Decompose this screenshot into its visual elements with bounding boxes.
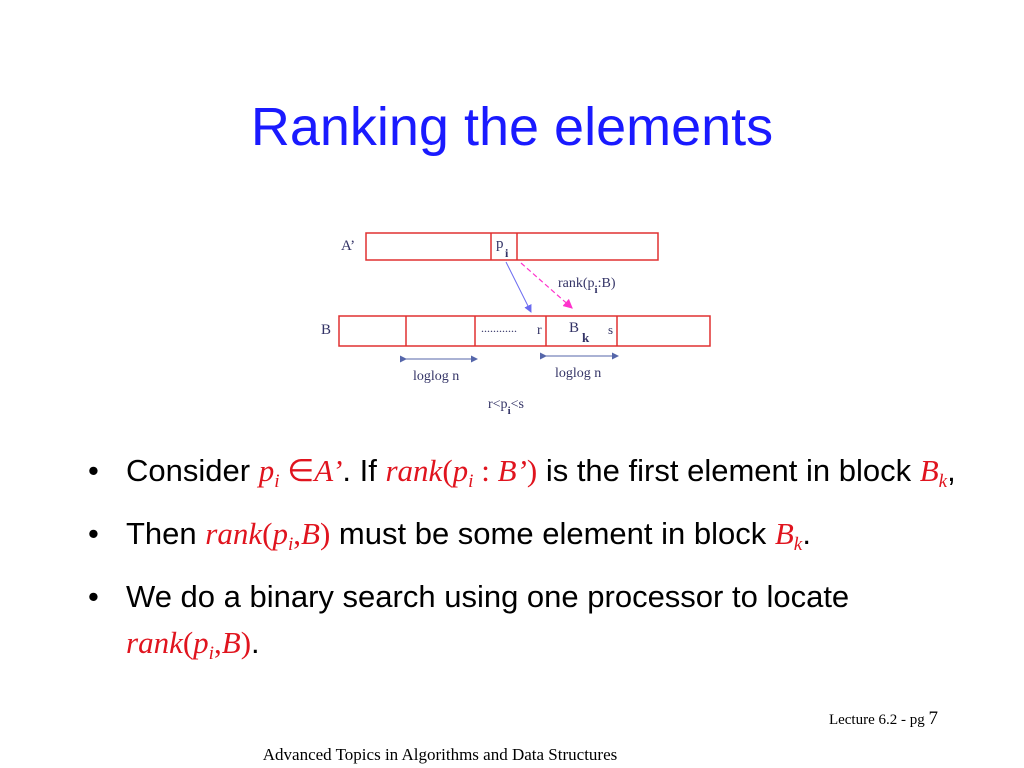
- pi-cell-label: p: [496, 236, 504, 252]
- course-footer: Advanced Topics in Algorithms and Data S…: [262, 745, 618, 764]
- bk-label: B: [569, 320, 579, 336]
- loglog-left-label: loglog n: [413, 369, 459, 384]
- bullet-2: Then rank(pi,B) must be some element in …: [86, 511, 986, 568]
- bk-subscript: k: [582, 330, 590, 345]
- loglog-right-label: loglog n: [555, 366, 601, 381]
- pink-arrow: [520, 262, 573, 309]
- bullet-3: We do a binary search using one processo…: [86, 574, 986, 677]
- page-number-value: 7: [928, 708, 939, 729]
- pi-cell-subscript: i: [505, 246, 509, 260]
- s-label: s: [608, 322, 613, 337]
- array-a-label: A’: [341, 238, 355, 254]
- array-a: [365, 232, 659, 261]
- blue-arrow: [505, 261, 532, 313]
- dots-label: ............: [481, 321, 517, 335]
- array-b: [338, 315, 711, 347]
- r-label: r: [537, 323, 542, 338]
- bullet-1: Consider pi ∈A’. If rank(pi : B’) is the…: [86, 448, 986, 505]
- array-b-label: B: [321, 322, 331, 338]
- lecture-label: Lecture 6.2 - pg: [828, 712, 929, 728]
- page-number: Lecture 6.2 - pg 7: [829, 708, 938, 730]
- slide-title: Ranking the elements: [250, 97, 774, 157]
- rank-label: rank(pi:B): [558, 276, 616, 296]
- bullet-list: Consider pi ∈A’. If rank(pi : B’) is the…: [86, 448, 986, 682]
- inequality-label: r<pi<s: [488, 397, 524, 417]
